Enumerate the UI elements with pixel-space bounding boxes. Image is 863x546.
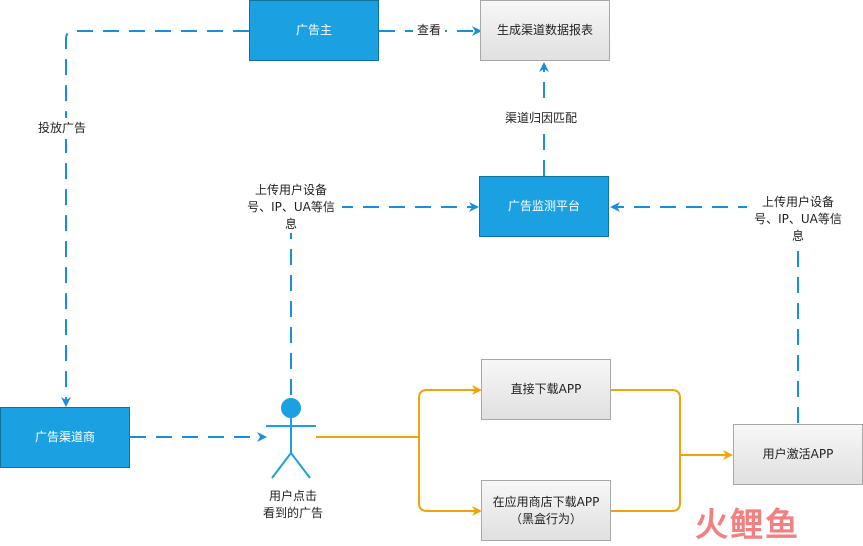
node-report: 生成渠道数据报表	[480, 0, 610, 61]
node-store-download-line1: 在应用商店下载APP	[492, 494, 600, 509]
edge-branch-to-store-download	[418, 437, 482, 516]
node-monitor-platform: 广告监测平台	[479, 176, 609, 237]
label-place-ads: 投放广告	[36, 118, 89, 139]
user-actor-caption-line1: 用户点击	[268, 489, 317, 503]
label-upload-right-line3: 息	[791, 229, 804, 243]
label-upload-right-line1: 上传用户设备	[761, 195, 834, 209]
user-actor-caption: 用户点击 看到的广告	[245, 488, 341, 522]
edge-store-download-to-merge	[610, 455, 681, 512]
label-upload-right: 上传用户设备 号、IP、UA等信 息	[747, 194, 849, 245]
node-ad-channel: 广告渠道商	[0, 407, 130, 468]
edge-advertiser-to-channel	[61, 30, 249, 407]
node-store-download-line2: （黑盒行为）	[509, 511, 582, 526]
label-upload-right-line2: 号、IP、UA等信	[754, 212, 842, 226]
user-actor-icon	[266, 398, 316, 479]
node-store-download: 在应用商店下载APP （黑盒行为）	[481, 480, 611, 541]
edge-direct-download-to-merge	[610, 389, 681, 455]
label-upload-left-line1: 上传用户设备	[254, 183, 327, 197]
node-activate-app: 用户激活APP	[733, 424, 863, 485]
label-view: 查看	[413, 22, 446, 39]
label-attribution: 渠道归因匹配	[502, 108, 581, 129]
edge-branch-to-direct-download	[418, 385, 482, 437]
watermark-logo: 火鲤鱼	[695, 505, 800, 544]
edge-user-to-monitor	[290, 202, 479, 395]
label-upload-left-line3: 息	[284, 217, 297, 231]
node-advertiser: 广告主	[249, 0, 379, 61]
label-upload-left-line2: 号、IP、UA等信	[247, 200, 335, 214]
node-direct-download: 直接下载APP	[481, 359, 611, 420]
user-actor-caption-line2: 看到的广告	[262, 506, 323, 520]
label-upload-left: 上传用户设备 号、IP、UA等信 息	[240, 182, 342, 233]
